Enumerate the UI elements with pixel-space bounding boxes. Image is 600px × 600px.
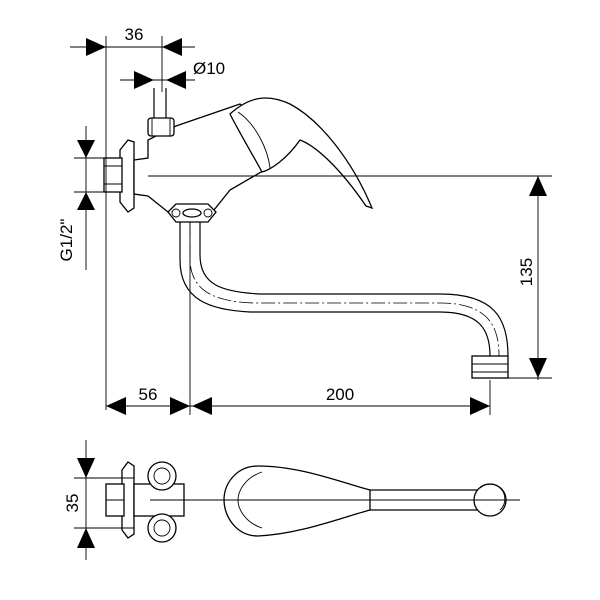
dim-label-diameter: Ø10 [193,59,225,78]
aerator [471,355,509,379]
dimension-135: 135 [508,176,552,380]
dim-label-36: 36 [125,25,144,44]
dimension-diameter: Ø10 [120,59,225,89]
dim-label-200: 200 [326,385,354,404]
dim-label-thread: G1/2" [57,219,76,262]
side-view [103,88,552,379]
dim-label-56: 56 [139,385,158,404]
plan-nuts [147,461,177,543]
dim-label-35: 35 [63,494,82,513]
spout-pipe [179,222,509,357]
plan-lever[interactable] [223,465,371,537]
spout-nut [167,203,217,223]
dim-label-135: 135 [517,258,536,286]
dimension-56-200: 56 200 [106,222,491,415]
lever-handle[interactable] [229,97,374,210]
dimension-thread: G1/2" [57,126,106,270]
dimension-35: 35 [63,440,134,560]
plan-view [105,461,520,543]
top-connector [147,88,175,137]
wall-flange [103,139,135,213]
dimension-36: 36 [70,25,195,410]
